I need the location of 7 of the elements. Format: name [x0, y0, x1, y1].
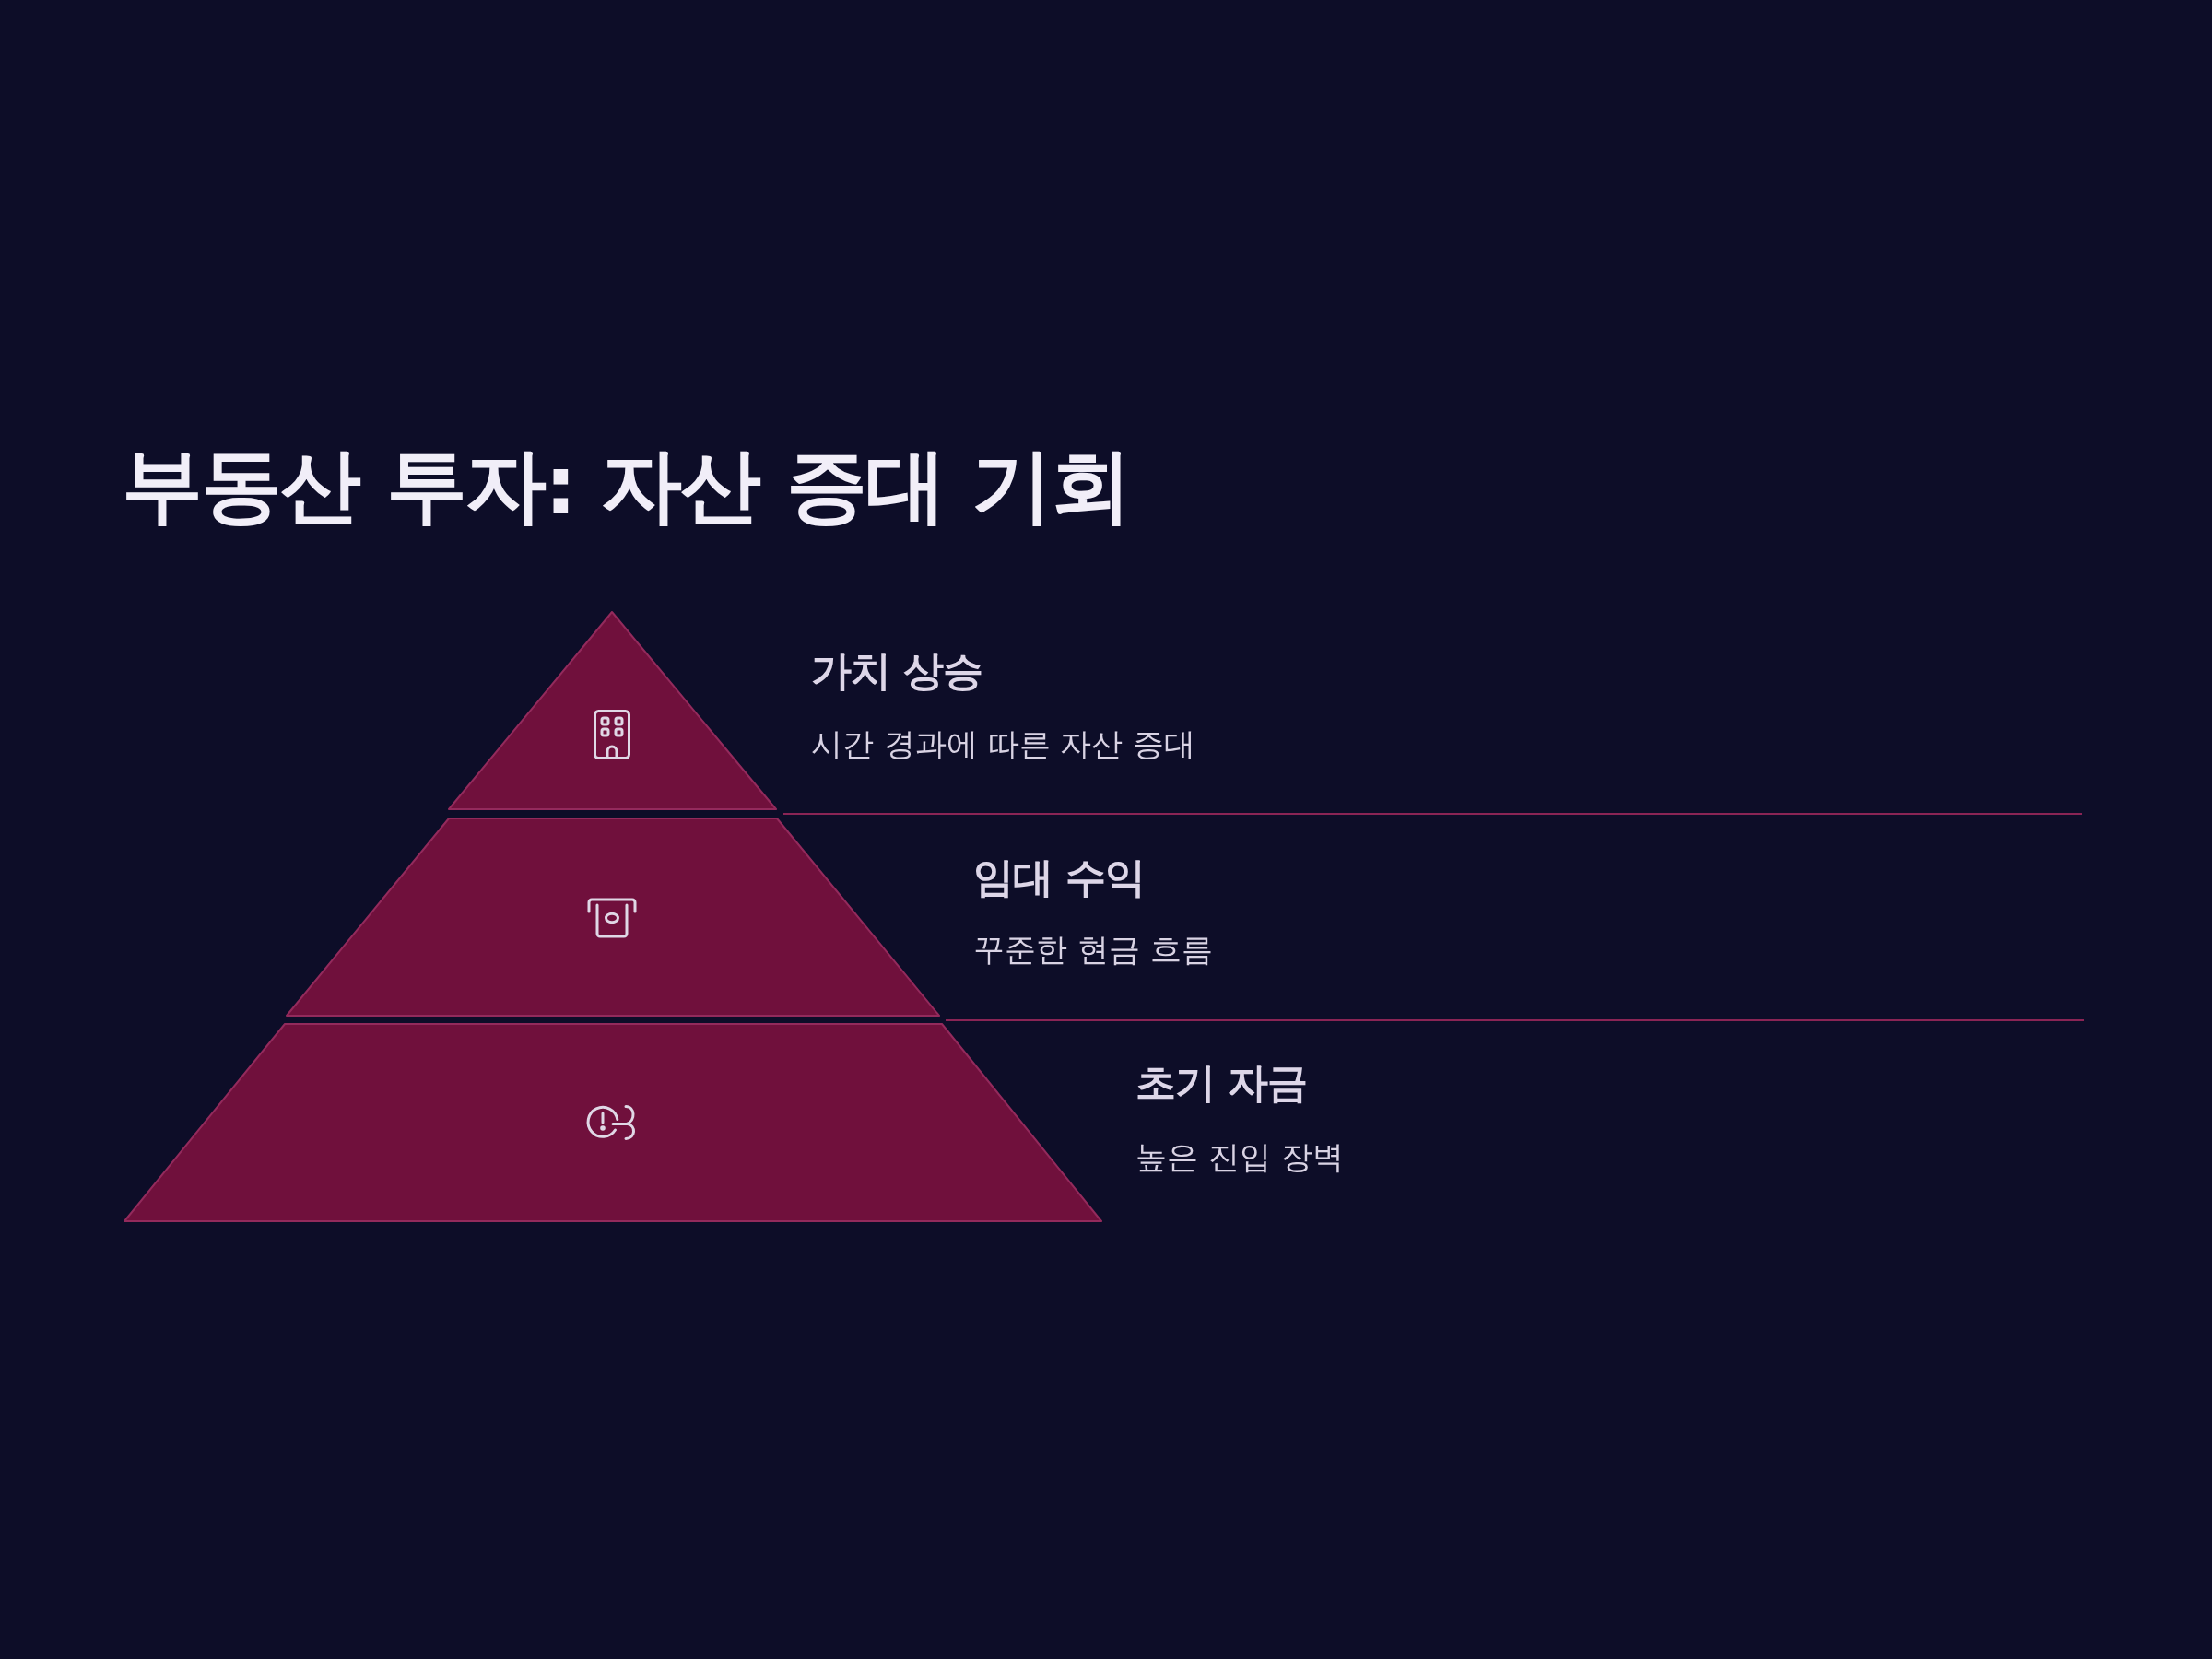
- layer-description: 시간 경과에 따른 자산 증대: [811, 725, 1196, 763]
- layer-heading: 임대 수익: [973, 853, 1146, 902]
- layer-heading: 초기 자금: [1135, 1059, 1308, 1108]
- title: 부동산 투자: 자산 증대 기회: [122, 437, 1130, 535]
- layer-heading: 가치 상승: [811, 647, 983, 696]
- layer-description: 높은 진입 장벽: [1135, 1138, 1344, 1176]
- layer-description: 꾸준한 현금 흐름: [973, 931, 1213, 969]
